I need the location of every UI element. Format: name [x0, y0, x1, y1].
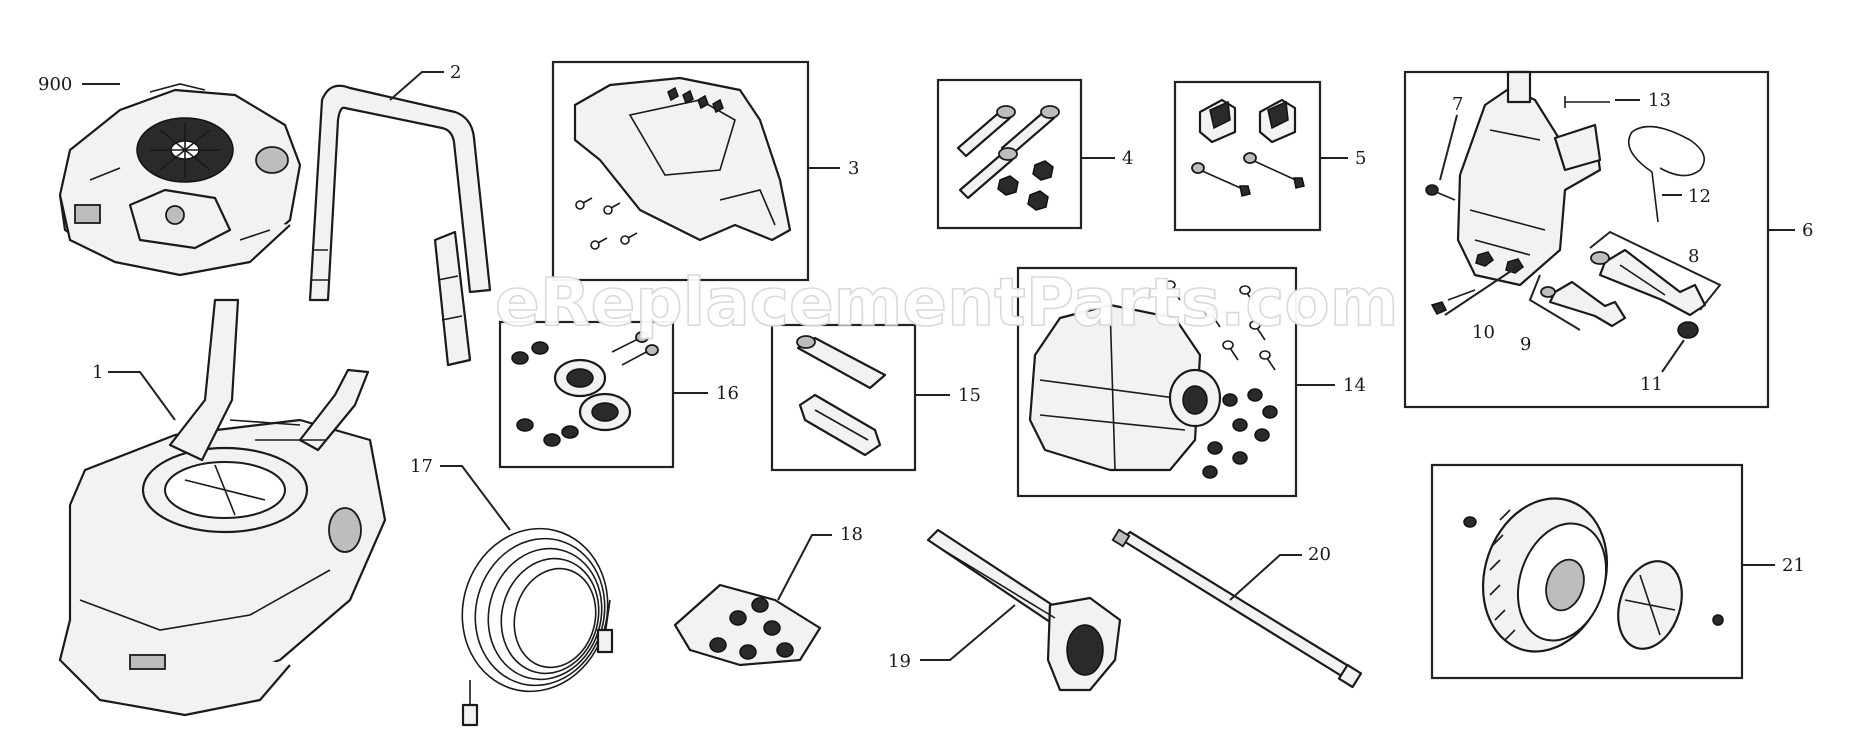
- callout-label-17: 17: [410, 456, 433, 477]
- part-spray-gun: [926, 528, 1122, 692]
- callout-12: 12: [1662, 186, 1711, 207]
- callout-label-11: 11: [1640, 374, 1663, 395]
- callout-label-7: 7: [1452, 94, 1463, 115]
- callout-label-8: 8: [1688, 246, 1699, 267]
- part-box-16: [498, 320, 675, 469]
- callout-label-18: 18: [840, 524, 863, 545]
- callout-15: 15: [915, 385, 981, 406]
- callout-13: 13: [1615, 90, 1671, 111]
- part-box-5: [1173, 80, 1322, 232]
- callout-label-3: 3: [848, 158, 859, 179]
- callout-label-4: 4: [1122, 148, 1133, 169]
- part-frame: [58, 298, 387, 717]
- callout-label-5: 5: [1355, 148, 1366, 169]
- callout-label-21: 21: [1782, 555, 1805, 576]
- part-box-3: [551, 60, 810, 282]
- callout-19: 19: [888, 604, 1016, 672]
- callout-1: 1: [92, 362, 176, 421]
- callout-label-12: 12: [1688, 186, 1711, 207]
- callout-label-16: 16: [716, 383, 739, 404]
- callout-7: 7: [1439, 94, 1463, 181]
- watermark: eReplacementParts.com: [495, 264, 1399, 341]
- part-box-14: [1016, 266, 1298, 498]
- part-hose: [461, 527, 614, 727]
- callout-label-900: 900: [38, 74, 72, 95]
- callout-10: 10: [1472, 322, 1495, 343]
- callout-label-9: 9: [1520, 334, 1531, 355]
- callout-2: 2: [389, 62, 461, 101]
- callout-4: 4: [1081, 148, 1133, 169]
- callout-11: 11: [1640, 339, 1685, 395]
- callout-900: 900: [38, 74, 120, 95]
- callout-20: 20: [1229, 544, 1331, 601]
- callout-label-20: 20: [1308, 544, 1331, 565]
- part-engine: [58, 83, 302, 277]
- callout-label-15: 15: [958, 385, 981, 406]
- callout-label-13: 13: [1648, 90, 1671, 111]
- part-box-21: [1430, 463, 1744, 680]
- callout-3: 3: [808, 158, 859, 179]
- part-handle: [308, 84, 492, 367]
- callout-label-10: 10: [1472, 322, 1495, 343]
- callout-21: 21: [1742, 555, 1805, 576]
- callout-label-6: 6: [1802, 220, 1813, 241]
- part-nozzle-packet: [673, 583, 822, 667]
- callout-label-2: 2: [450, 62, 461, 83]
- callout-label-19: 19: [888, 651, 911, 672]
- callout-18: 18: [777, 524, 863, 601]
- callout-17: 17: [410, 456, 511, 531]
- part-box-4: [936, 78, 1083, 230]
- callout-label-1: 1: [92, 362, 103, 383]
- part-box-15: [770, 323, 917, 472]
- callout-6: 6: [1768, 220, 1813, 241]
- part-wand: [1111, 528, 1363, 689]
- part-box-6: [1403, 70, 1770, 409]
- callout-5: 5: [1320, 148, 1366, 169]
- callout-8: 8: [1688, 246, 1699, 267]
- callout-14: 14: [1296, 375, 1366, 396]
- callout-16: 16: [673, 383, 739, 404]
- callout-label-14: 14: [1343, 375, 1366, 396]
- callout-9: 9: [1520, 334, 1531, 355]
